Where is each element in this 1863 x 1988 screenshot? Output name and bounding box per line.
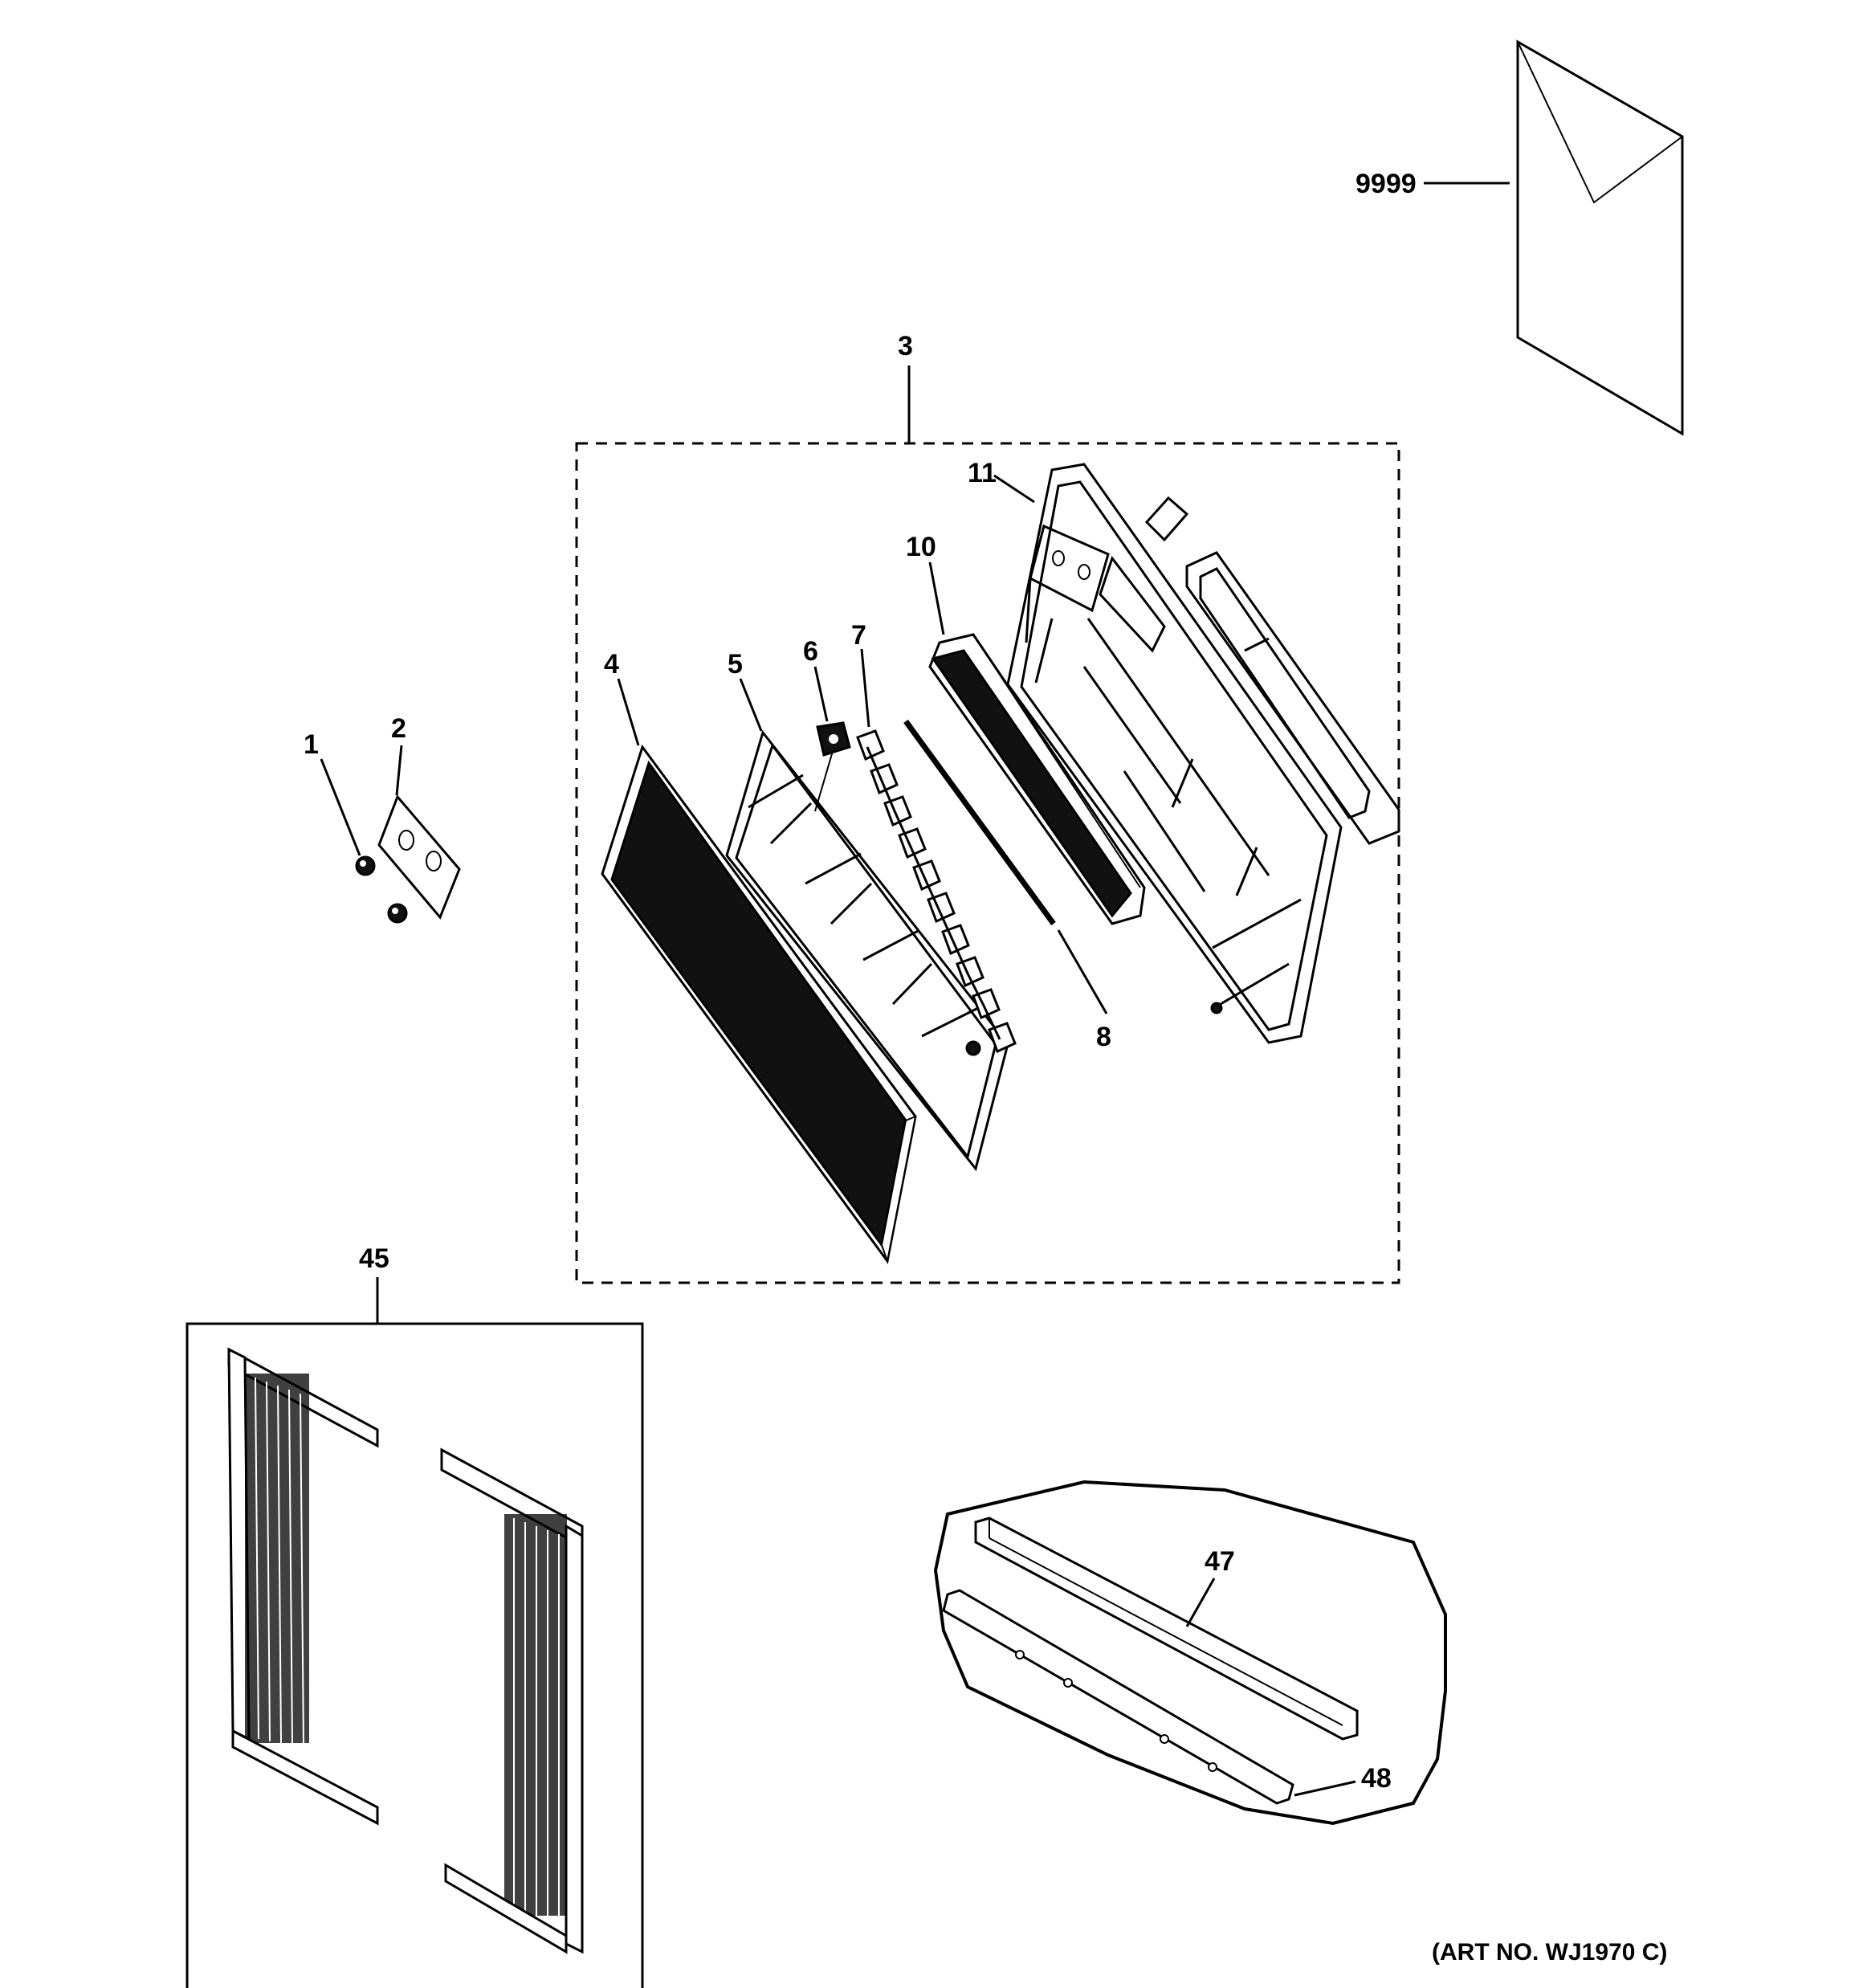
leader-7 bbox=[860, 648, 870, 728]
leader-5 bbox=[739, 678, 763, 732]
callout-11: 11 bbox=[968, 458, 997, 488]
callout-45: 45 bbox=[359, 1243, 389, 1274]
literature-envelope bbox=[1516, 39, 1684, 436]
leader-47 bbox=[1185, 1578, 1216, 1627]
left-side-curtain-part bbox=[227, 1347, 379, 1826]
callout-9999: 9999 bbox=[1355, 169, 1417, 199]
leader-48 bbox=[1294, 1780, 1356, 1797]
side-curtain-kit-box bbox=[185, 1322, 644, 1988]
leader-4 bbox=[617, 678, 640, 746]
callout-47: 47 bbox=[1205, 1546, 1235, 1577]
art-number: (ART NO. WJ1970 C) bbox=[1432, 1939, 1667, 1966]
small-bracket-part bbox=[816, 721, 851, 757]
leader-6 bbox=[813, 666, 829, 722]
leader-1 bbox=[320, 758, 361, 856]
callout-7: 7 bbox=[851, 620, 866, 651]
right-side-curtain-part bbox=[440, 1447, 584, 1954]
control-panel-part bbox=[928, 633, 1146, 925]
top-rail-part bbox=[974, 1517, 1359, 1741]
callout-5: 5 bbox=[728, 649, 743, 680]
sill-rail-part bbox=[942, 1589, 1294, 1805]
louver-chain-part bbox=[856, 729, 1017, 1056]
rail-kit-outline bbox=[933, 1480, 1447, 1826]
filter-door-part bbox=[1185, 551, 1400, 845]
callout-6: 6 bbox=[803, 636, 818, 667]
leader-10 bbox=[928, 561, 945, 635]
leader-2 bbox=[395, 745, 403, 796]
leader-8 bbox=[1057, 929, 1108, 1014]
front-housing-part bbox=[1006, 463, 1343, 1044]
callout-1: 1 bbox=[304, 729, 319, 760]
callout-8: 8 bbox=[1096, 1022, 1111, 1052]
leader-11 bbox=[993, 474, 1035, 504]
gasket-part bbox=[1144, 496, 1189, 542]
bracket-plate-part bbox=[377, 794, 461, 920]
callout-2: 2 bbox=[391, 713, 406, 744]
rod-part bbox=[903, 719, 1056, 926]
front-assembly-group-box bbox=[575, 442, 1400, 1284]
air-filter-part bbox=[601, 744, 917, 1264]
callout-10: 10 bbox=[906, 532, 936, 562]
callout-48: 48 bbox=[1361, 1763, 1392, 1794]
screw-part bbox=[355, 855, 408, 924]
grille-frame-part bbox=[725, 729, 1009, 1172]
callout-4: 4 bbox=[604, 649, 619, 680]
callout-3: 3 bbox=[898, 331, 913, 361]
